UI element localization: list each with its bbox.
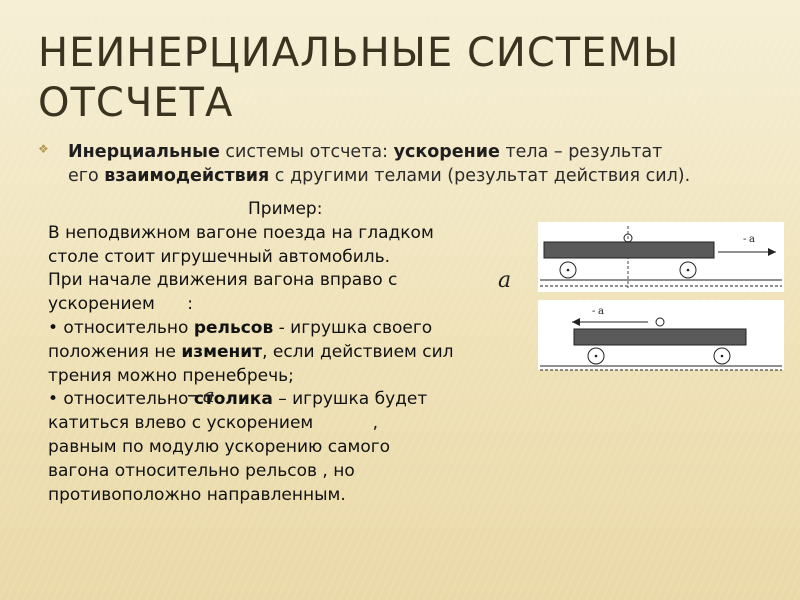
example-text: положения не [48, 341, 182, 362]
example-bold-rails: рельсов [193, 317, 274, 338]
example-line: При начале движения вагона вправо с [48, 270, 398, 291]
arrow-head-left-icon [572, 318, 580, 326]
example-line-rails: • относительно рельсов - игрушка своего [48, 317, 538, 341]
example-line: В неподвижном вагоне поезда на гладком [48, 222, 434, 243]
arrow-prefix: - [592, 306, 595, 317]
bullet-text-3: его [68, 166, 105, 186]
example-text: – игрушка будет [272, 389, 428, 410]
bullet-text-4: с другими телами (результат действия сил… [269, 166, 691, 186]
bullet-bold-inertial: Инерциальные [68, 142, 220, 162]
example-line: трения можно пренебречь; [48, 365, 294, 386]
bullet-bold-acceleration: ускорение [393, 142, 500, 162]
example-line: вагона относительно рельсов , но [48, 460, 355, 481]
title-line-2: ОТСЧЕТА [38, 80, 234, 126]
example-heading: Пример: [248, 199, 323, 219]
bullet-marker-icon: ❖ [38, 142, 49, 156]
example-text: • относительно [48, 317, 194, 338]
example-line-change: положения не изменит, если действием сил [48, 341, 538, 365]
bullet-inertial: ❖ Инерциальные системы отсчета: ускорени… [38, 140, 778, 188]
example-line: ускорением : [48, 294, 193, 315]
bullet-text-2: тела – результат [499, 142, 663, 162]
toy-car-icon [655, 317, 665, 327]
acceleration-symbol-a: a [498, 268, 512, 293]
train-diagram: - a - a [538, 222, 784, 371]
example-block: Пример: В неподвижном вагоне поезда на г… [48, 198, 538, 507]
bullet-text: Инерциальные системы отсчета: ускорение … [68, 140, 778, 188]
example-line: противоположно направленным. [48, 484, 346, 505]
example-text: • относительно [48, 389, 194, 410]
example-bold-change: изменит [181, 341, 263, 362]
arrow-label: a [598, 306, 604, 317]
slide-title: НЕИНЕРЦИАЛЬНЫЕ СИСТЕМЫ ОТСЧЕТА [38, 28, 758, 128]
example-line-table: • относительно столика – игрушка будет [48, 388, 538, 412]
example-line: столе стоит игрушечный автомобиль. [48, 246, 391, 267]
example-text: , если действием сил [262, 341, 454, 362]
wagon-top [543, 241, 715, 259]
arrow-prefix: - [743, 234, 746, 245]
bullet-bold-interaction: взаимодействия [104, 166, 270, 186]
title-line-1: НЕИНЕРЦИАЛЬНЫЕ СИСТЕМЫ [38, 30, 680, 76]
example-text: - игрушка своего [273, 317, 433, 338]
bullet-text-1: системы отсчета: [219, 142, 394, 162]
example-line: катиться влево с ускорением , [48, 413, 379, 434]
example-line: равным по модулю ускорению самого [48, 436, 391, 457]
arrow-head-right-icon [768, 248, 776, 256]
arrow-label: a [749, 234, 755, 245]
example-bold-table: столика [193, 389, 273, 410]
negative-acceleration-symbol: −a [186, 383, 215, 407]
wagon-bottom [573, 328, 747, 346]
